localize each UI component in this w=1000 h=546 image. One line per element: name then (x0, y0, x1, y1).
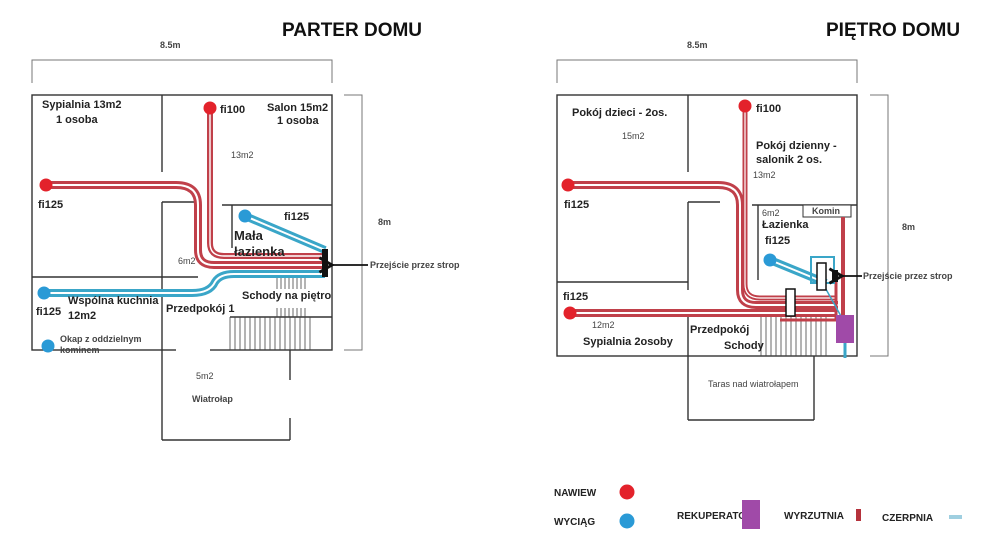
duct-size-label: fi125 (563, 291, 588, 303)
room-area-label: 13m2 (753, 170, 776, 180)
pietro-ceiling-passage (832, 270, 838, 282)
room-area-label: 13m2 (231, 150, 254, 160)
room-label: Sypialnia 2osoby (583, 336, 674, 348)
duct-size-label: fi125 (284, 211, 309, 223)
room-label: Schody na piętro (242, 290, 332, 302)
legend-wyciag-icon (619, 513, 635, 529)
parter-supply-point-icon (39, 178, 53, 192)
parter-width-dimension (31, 59, 333, 83)
room-label: 1 osoba (277, 115, 319, 127)
legend: NAWIEW WYCIĄG REKUPERATOR WYRZUTNIA CZER… (554, 484, 962, 529)
room-label: Przedpokój (690, 324, 749, 336)
legend-rekuperator-icon (742, 500, 760, 529)
parter-hood-icon (41, 339, 55, 353)
parter-passage-label: Przejście przez strop (370, 260, 460, 270)
rekuperator-unit (836, 315, 854, 343)
room-label: 12m2 (68, 310, 96, 322)
room-label: Sypialnia 13m2 (42, 99, 122, 111)
room-label: Pokój dzieci - 2os. (572, 107, 667, 119)
parter-width-label: 8.5m (160, 40, 181, 50)
room-label: Łazienka (762, 219, 809, 231)
room-area-label: 6m2 (762, 208, 780, 218)
hood-label: Okap z oddzielnym (60, 334, 142, 344)
parter-ceiling-passage (322, 249, 328, 277)
pietro-stairs (760, 315, 830, 356)
legend-rekuperator-label: REKUPERATOR (677, 511, 754, 522)
duct-size-label: fi125 (564, 199, 589, 211)
pietro-supply-point-icon (563, 306, 577, 320)
parter-height-label: 8m (378, 217, 391, 227)
room-label: Wiatrołap (192, 394, 233, 404)
room-label: Pokój dzienny - (756, 140, 837, 152)
room-label: salonik 2 os. (756, 154, 822, 166)
pietro-supply-point-icon (561, 178, 575, 192)
pietro-passage-label: Przejście przez strop (863, 271, 953, 281)
room-label: Schody (724, 340, 765, 352)
duct-size-label: fi125 (36, 306, 61, 318)
pietro-width-dimension (556, 59, 858, 83)
room-label: 1 osoba (56, 114, 98, 126)
chimney (802, 204, 852, 218)
chimney-label: Komin (812, 206, 840, 216)
pietro-walls (556, 94, 858, 421)
parter-stairs (229, 278, 311, 350)
pietro-extract-point-icon (763, 253, 777, 267)
legend-nawiew-label: NAWIEW (554, 488, 597, 499)
duct-size-label: fi125 (38, 199, 63, 211)
parter-supply-point-icon (203, 101, 217, 115)
duct-size-label: fi125 (765, 235, 790, 247)
room-label: Wspólna kuchnia (68, 295, 159, 307)
room-area-label: 12m2 (592, 320, 615, 330)
pietro-height-dimension (870, 94, 889, 357)
parter-plan: PARTER DOMU 8.5m 8m (31, 20, 460, 441)
pietro-plan: PIĘTRO DOMU 8.5m 8m (556, 20, 960, 421)
legend-nawiew-icon (619, 484, 635, 500)
parter-extract-ducts (44, 212, 327, 297)
parter-walls (31, 94, 333, 441)
parter-height-dimension (344, 94, 363, 351)
legend-czerpnia-icon (949, 515, 962, 519)
hood-label: kominem (60, 345, 100, 355)
room-area-label: 15m2 (622, 131, 645, 141)
room-area-label: 5m2 (196, 371, 214, 381)
parter-title: PARTER DOMU (282, 20, 422, 41)
duct-silencer (785, 288, 796, 317)
pietro-height-label: 8m (902, 222, 915, 232)
legend-wyciag-label: WYCIĄG (554, 517, 595, 528)
room-label: Salon 15m2 (267, 102, 328, 114)
room-label: Taras nad wiatrołapem (708, 379, 799, 389)
duct-size-label: fi100 (756, 103, 781, 115)
room-label: łazienka (234, 244, 285, 259)
room-label: Przedpokój 1 (166, 303, 234, 315)
parter-supply-ducts (46, 108, 325, 269)
pietro-supply-point-icon (738, 99, 752, 113)
duct-size-label: fi100 (220, 104, 245, 116)
legend-czerpnia-label: CZERPNIA (882, 513, 933, 524)
parter-extract-point-icon (238, 209, 252, 223)
parter-extract-point-icon (37, 286, 51, 300)
room-label: Mała (234, 228, 264, 243)
legend-wyrzutnia-label: WYRZUTNIA (784, 511, 844, 522)
pietro-title: PIĘTRO DOMU (826, 20, 960, 41)
pietro-width-label: 8.5m (687, 40, 708, 50)
legend-wyrzutnia-icon (856, 509, 861, 521)
duct-silencer (816, 262, 827, 291)
room-area-label: 6m2 (178, 256, 196, 266)
